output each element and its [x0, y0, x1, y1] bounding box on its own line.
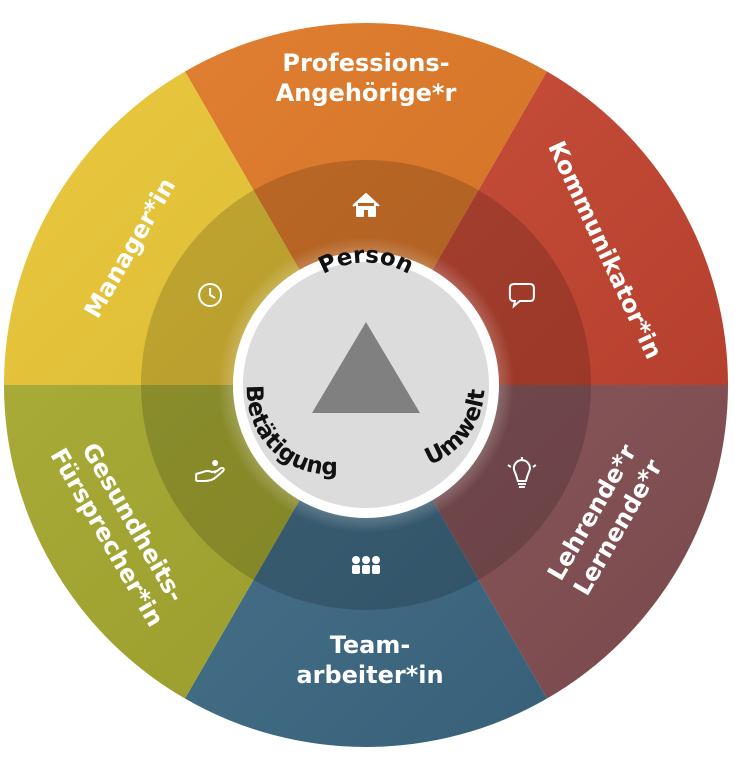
- center-triangle: [312, 322, 420, 413]
- role-label-collaborator: Team-arbeiter*in: [296, 631, 443, 689]
- role-icons: [195, 193, 537, 574]
- lightbulb-icon: [507, 457, 537, 488]
- role-label-line: Angehörige*r: [276, 79, 457, 107]
- role-label-line: Professions-: [282, 49, 449, 77]
- house-icon: [352, 193, 380, 217]
- role-label-professional: Professions-Angehörige*r: [276, 49, 457, 107]
- role-label-line: Team-: [330, 631, 411, 659]
- speech-bubble-icon: [508, 283, 535, 309]
- role-label-line: arbeiter*in: [296, 661, 443, 689]
- helping-hand-icon: [195, 460, 225, 482]
- people-icon: [352, 556, 380, 574]
- clock-icon: [198, 283, 223, 307]
